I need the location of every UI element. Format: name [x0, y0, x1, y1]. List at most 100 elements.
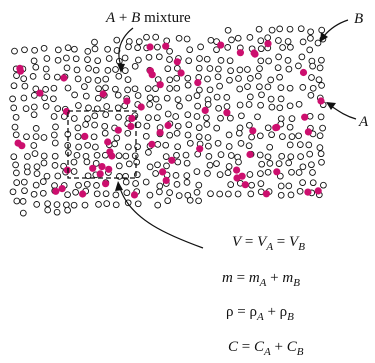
species-b-particle — [275, 65, 281, 71]
volume-arrowhead — [115, 181, 123, 191]
species-b-particle — [96, 202, 102, 208]
species-b-particle — [92, 46, 98, 52]
species-b-particle — [76, 103, 82, 109]
species-b-particle — [155, 162, 161, 168]
species-b-particle — [235, 35, 241, 41]
species-a-arrow — [331, 106, 356, 119]
species-a-particle — [105, 166, 112, 173]
species-b-particle — [84, 159, 90, 165]
species-b-particle — [83, 93, 89, 99]
species-b-particle — [194, 114, 200, 120]
species-a-particle — [194, 79, 201, 86]
species-b-particle — [196, 65, 202, 71]
species-b-particle — [23, 106, 29, 112]
species-b-particle — [278, 192, 284, 198]
species-b-particle — [82, 84, 88, 90]
species-b-particle — [197, 56, 203, 62]
species-a-particle — [196, 145, 203, 152]
species-b-particle — [276, 54, 282, 60]
species-b-particle — [226, 132, 232, 138]
species-b-particle — [75, 125, 81, 131]
species-a-particle — [163, 177, 170, 184]
species-b-particle — [73, 56, 79, 62]
species-b-particle — [317, 145, 323, 151]
species-b-particle — [72, 46, 78, 52]
species-b-particle — [194, 93, 200, 99]
species-b-particle — [296, 101, 302, 107]
species-b-particle — [306, 142, 312, 148]
species-b-particle — [286, 183, 292, 189]
species-a-particle — [273, 168, 280, 175]
species-b-particle — [315, 40, 321, 46]
density-equation: ρ = ρA + ρB — [226, 304, 294, 323]
species-b-particle — [31, 143, 37, 149]
species-b-particle — [258, 46, 264, 52]
species-b-particle — [155, 44, 161, 50]
species-b-particle — [157, 189, 163, 195]
species-b-particle — [226, 191, 232, 197]
species-b-particle — [43, 66, 49, 72]
species-b-particle — [218, 58, 224, 64]
species-b-particle — [40, 190, 46, 196]
species-b-particle — [277, 74, 283, 80]
species-b-particle — [177, 103, 183, 109]
species-b-particle — [286, 160, 292, 166]
species-b-particle — [75, 76, 81, 82]
species-b-particle — [187, 47, 193, 53]
species-b-particle — [285, 58, 291, 64]
species-a-particle — [239, 173, 246, 180]
species-b-particle — [289, 169, 295, 175]
species-b-particle — [143, 133, 149, 139]
species-b-particle — [43, 87, 49, 93]
species-b-particle — [122, 68, 128, 74]
species-b-particle — [198, 44, 204, 50]
species-b-particle — [31, 58, 37, 64]
species-b-particle — [206, 154, 212, 160]
species-b-particle — [103, 76, 109, 82]
species-a-particle — [301, 114, 308, 121]
volume-equation: V = VA = VB — [232, 234, 305, 253]
species-b-particle — [165, 198, 171, 204]
species-b-particle — [278, 183, 284, 189]
species-b-particle — [52, 163, 58, 169]
species-b-particle — [40, 179, 46, 185]
particle-field — [10, 26, 327, 216]
species-b-particle — [185, 112, 191, 118]
species-a-particle — [305, 128, 312, 135]
species-b-particle — [114, 37, 120, 43]
species-b-particle — [94, 183, 100, 189]
species-b-particle — [74, 67, 80, 73]
species-b-particle — [309, 162, 315, 168]
species-b-particle — [91, 134, 97, 140]
species-b-particle — [215, 140, 221, 146]
species-b-particle — [146, 150, 152, 156]
species-b-particle — [317, 65, 323, 71]
species-b-particle — [216, 105, 222, 111]
species-b-particle — [106, 56, 112, 62]
species-b-particle — [310, 170, 316, 176]
species-b-particle — [228, 115, 234, 121]
species-b-particle — [288, 44, 294, 50]
species-b-particle — [207, 87, 213, 93]
species-b-particle — [85, 57, 91, 63]
species-b-particle — [224, 104, 230, 110]
species-b-particle — [73, 189, 79, 195]
species-a-particle — [60, 74, 67, 81]
species-b-particle — [41, 160, 47, 166]
species-b-particle — [45, 201, 51, 207]
species-a-particle — [102, 180, 109, 187]
species-b-particle — [297, 142, 303, 148]
species-a-particle — [263, 190, 270, 197]
species-b-particle — [83, 122, 89, 128]
species-b-particle — [310, 63, 316, 69]
species-a-particle — [157, 129, 164, 136]
species-b-particle — [227, 77, 233, 83]
species-b-particle — [144, 34, 150, 40]
species-b-particle — [187, 197, 193, 203]
species-b-particle — [267, 161, 273, 167]
species-b-particle — [33, 182, 39, 188]
species-b-particle — [165, 111, 171, 117]
species-b-particle — [228, 153, 234, 159]
species-b-particle — [25, 169, 31, 175]
species-b-particle — [96, 86, 102, 92]
